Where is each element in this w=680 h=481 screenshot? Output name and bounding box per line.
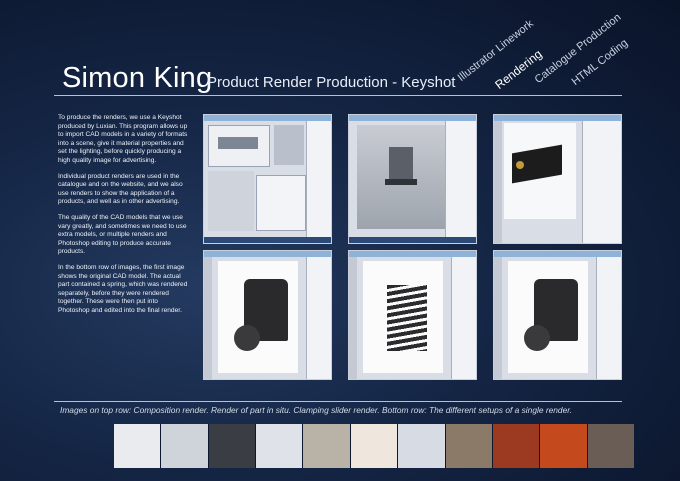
page-title: Simon King [62,62,213,94]
header-divider [54,95,622,96]
clamping-slider-render-screenshot [493,114,622,244]
thumbnail[interactable] [398,424,446,468]
description-paragraph: Individual product renders are used in t… [58,172,183,206]
description-paragraph: In the bottom row of images, the first i… [58,263,188,314]
thumbnail[interactable] [208,424,257,468]
description-paragraph: The quality of the CAD models that we us… [58,213,187,256]
thumbnail[interactable] [114,424,162,468]
thumbnail[interactable] [161,424,209,468]
thumbnail[interactable] [303,424,351,468]
portfolio-thumbnail-strip[interactable] [114,424,634,468]
thumbnail[interactable] [587,424,634,468]
thumbnail[interactable] [256,424,304,468]
spring-render-screenshot [348,250,477,380]
thumbnail[interactable] [492,424,541,468]
cad-model-render-screenshot [203,250,332,380]
caption-divider [54,401,622,402]
page-subtitle: Product Render Production - Keyshot [207,74,456,91]
image-caption: Images on top row: Composition render. R… [60,405,573,415]
combined-render-screenshot [493,250,622,380]
description-paragraph: To produce the renders, we use a Keyshot… [58,114,188,164]
in-situ-render-screenshot [348,114,477,244]
thumbnail[interactable] [445,424,493,468]
thumbnail[interactable] [350,424,399,468]
description-text: To produce the renders, we use a Keyshot… [58,114,190,322]
composition-render-screenshot [203,114,332,244]
thumbnail[interactable] [540,424,588,468]
